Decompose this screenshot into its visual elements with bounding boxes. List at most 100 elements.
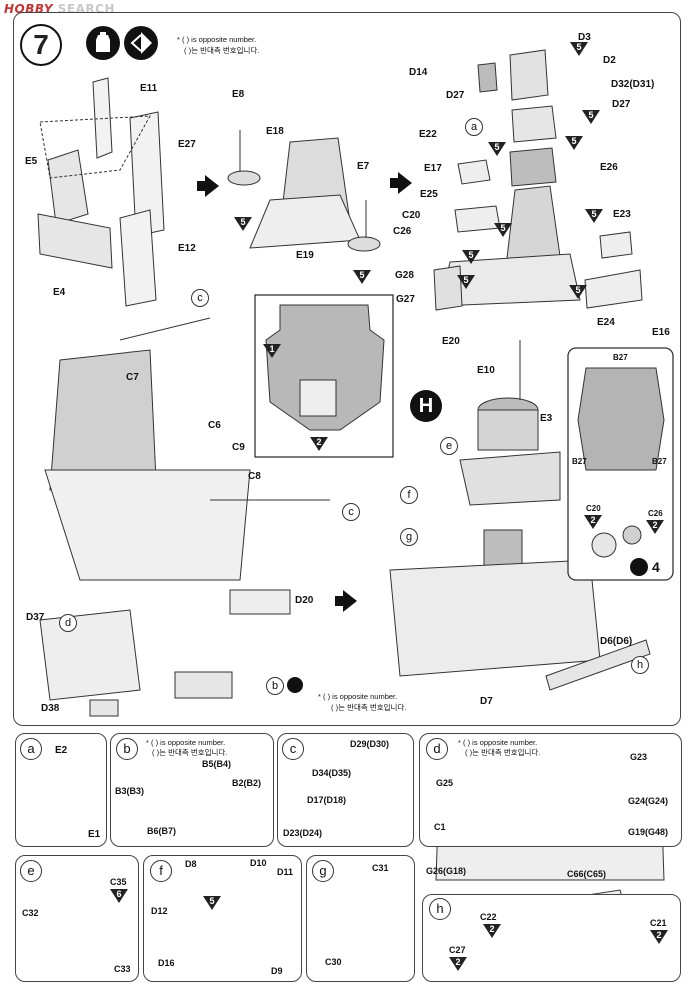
sub-h-id: h: [429, 898, 451, 920]
sub-f-D11: D11: [277, 867, 294, 877]
sub-a-id: a: [20, 738, 42, 760]
sub-d-G19: G19(G48): [628, 827, 669, 837]
tri-5-g28: 5: [462, 250, 480, 264]
sub-f-tri: 5: [203, 896, 221, 910]
sub-g-id: g: [312, 860, 334, 882]
step-number: 7: [20, 24, 62, 66]
label-E11: E11: [140, 83, 158, 94]
tri-2-c26: 2: [646, 520, 664, 534]
sub-box-c: [277, 733, 414, 847]
label-E18: E18: [266, 126, 284, 137]
sub-g-C31: C31: [372, 863, 389, 873]
sub-a-E2: E2: [55, 745, 68, 756]
opposite-note-ko-main: ( )는 반대측 번호입니다.: [331, 703, 407, 712]
label-D20: D20: [295, 595, 314, 606]
sub-d-G24: G24(G24): [628, 796, 669, 806]
sub-b-note-en: * ( ) is opposite number.: [146, 738, 226, 747]
both-sides-icon: [124, 26, 158, 60]
sub-d-G25: G25: [436, 778, 454, 788]
sub-e-C33: C33: [114, 964, 131, 974]
label-E26: E26: [600, 162, 618, 173]
sub-b-id: b: [116, 738, 138, 760]
both-sides-icon-small: [287, 677, 303, 693]
label-B27a: B27: [613, 353, 628, 362]
label-D14: D14: [409, 67, 428, 78]
label-E7: E7: [357, 161, 370, 172]
label-E8: E8: [232, 89, 245, 100]
label-C20: C20: [402, 210, 421, 221]
circle-e-ref: e: [440, 437, 458, 455]
label-D38: D38: [41, 703, 60, 714]
sub-d-note-en: * ( ) is opposite number.: [458, 738, 538, 747]
sub-h-C21: C21: [650, 918, 667, 928]
circle-g-ref: g: [400, 528, 418, 546]
sub-c-D17: D17(D18): [307, 795, 347, 805]
label-E27: E27: [178, 139, 196, 150]
label-G28: G28: [395, 270, 414, 281]
sub-b-B3: B3(B3): [115, 786, 145, 796]
label-E22: E22: [419, 129, 437, 140]
sub-box-d: [419, 733, 682, 847]
paint-count: 4: [652, 559, 660, 575]
circle-a-ref: a: [465, 118, 483, 136]
sub-e-C35: C35: [110, 877, 127, 887]
label-D37: D37: [26, 612, 45, 623]
label-C6: C6: [208, 420, 221, 431]
sub-f-D10: D10: [250, 858, 267, 868]
tri-2-deck: 2: [310, 437, 328, 451]
tri-5-e26: 5: [565, 136, 583, 150]
tri-5-e24: 5: [569, 285, 587, 299]
tri-5-e22: 5: [488, 142, 506, 156]
label-E12: E12: [178, 243, 196, 254]
sub-c-D34: D34(D35): [312, 768, 352, 778]
circle-f-ref: f: [400, 486, 418, 504]
label-C7: C7: [126, 372, 139, 383]
tri-1-deck: 1: [263, 344, 281, 358]
sub-e-tri: 6: [110, 889, 128, 903]
assembly-H-marker: H: [410, 390, 442, 422]
label-E24: E24: [597, 317, 615, 328]
sequence-arrow-2: [390, 172, 412, 194]
sub-g-C30: C30: [325, 957, 342, 967]
sub-f-D8: D8: [185, 859, 197, 869]
label-C8: C8: [248, 471, 261, 482]
label-D2: D2: [603, 55, 616, 66]
opposite-note-ko: ( )는 반대측 번호입니다.: [184, 46, 260, 55]
sub-e-id: e: [20, 860, 42, 882]
label-D27a: D27: [446, 90, 465, 101]
label-E17: E17: [424, 163, 442, 174]
opposite-note-en-main: * ( ) is opposite number.: [318, 692, 398, 701]
tri-2-c20: 2: [584, 515, 602, 529]
tri-5-e18: 5: [234, 217, 252, 231]
label-C26: C26: [393, 226, 412, 237]
sub-c-D23: D23(D24): [283, 828, 323, 838]
sub-d-C66: C66(C65): [567, 869, 607, 879]
sequence-arrow-3: [335, 590, 357, 612]
sub-d-id: d: [426, 738, 448, 760]
sub-h-tri-c27: 2: [449, 957, 467, 971]
paint-icon: [630, 558, 648, 576]
tri-5-d3: 5: [570, 42, 588, 56]
label-E25: E25: [420, 189, 438, 200]
label-G27: G27: [396, 294, 415, 305]
sub-h-C27: C27: [449, 945, 466, 955]
sequence-arrow-1: [197, 175, 219, 197]
sub-h-tri-c21: 2: [650, 930, 668, 944]
sub-c-D29: D29(D30): [350, 739, 390, 749]
sub-f-id: f: [150, 860, 172, 882]
label-E19: E19: [296, 250, 314, 261]
label-E5: E5: [25, 156, 38, 167]
label-D3: D3: [578, 32, 591, 43]
label-C20b: C20: [586, 504, 601, 513]
circle-c-ref1: c: [191, 289, 209, 307]
label-D27b: D27: [612, 99, 631, 110]
label-C26b: C26: [648, 509, 663, 518]
sub-b-note-ko: ( )는 반대측 번호입니다.: [152, 748, 228, 757]
circle-c-ref2: c: [342, 503, 360, 521]
tri-5-e25: 5: [494, 223, 512, 237]
label-E4: E4: [53, 287, 66, 298]
sub-f-D12: D12: [151, 906, 168, 916]
tri-5-g27: 5: [457, 275, 475, 289]
sub-d-C1: C1: [434, 822, 446, 832]
